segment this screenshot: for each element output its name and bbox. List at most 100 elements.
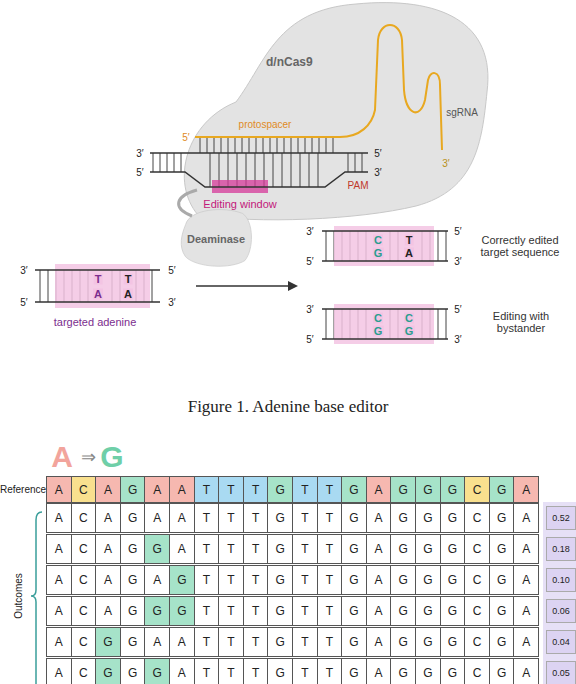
strand-end: 5′ (182, 132, 189, 143)
strand-end: 3′ (442, 158, 449, 169)
outcome-cell: C (464, 627, 490, 657)
outcome-cell: A (95, 565, 121, 595)
rung (355, 153, 356, 172)
rung (181, 153, 182, 172)
outcome-cell: A (95, 534, 121, 564)
outcome-cell: T (292, 534, 318, 564)
outcome-cell: G (390, 596, 416, 626)
outcome-cell: T (292, 565, 318, 595)
outcome-cell: A (513, 627, 539, 657)
outcome-cell: G (440, 596, 466, 626)
outcome-cell: G (440, 658, 466, 684)
rung (326, 231, 327, 261)
outcome-cell: A (366, 534, 392, 564)
strand-end: 3′ (168, 297, 175, 308)
outcome-cell: C (71, 565, 97, 595)
outcome-cell: A (46, 503, 72, 533)
reference-cell: G (390, 476, 416, 503)
rung (270, 137, 271, 153)
outcome-cell: T (243, 565, 269, 595)
outcome-cell: A (46, 565, 72, 595)
strand-end: 3′ (454, 256, 461, 267)
outcome-cell: T (317, 503, 343, 533)
rung (318, 153, 319, 187)
outcome-cell: C (464, 596, 490, 626)
outcome-cell: C (464, 503, 490, 533)
dna-strands (322, 309, 448, 339)
window-highlight (334, 304, 434, 344)
outcome-cell: T (218, 627, 244, 657)
outcome-cell: T (194, 596, 220, 626)
outcome-cell: G (489, 627, 515, 657)
reference-cell: T (194, 476, 220, 503)
outcome-cell: G (144, 596, 170, 626)
outcome-cell: G (95, 658, 121, 684)
rung (228, 137, 229, 153)
outcome-cell: G (415, 627, 441, 657)
frequency-value: 0.04 (546, 630, 576, 654)
outcome-cell: G (267, 596, 293, 626)
outcome-cell: A (144, 565, 170, 595)
value-column-ground (543, 502, 576, 684)
dna-strands (35, 270, 160, 302)
rung (362, 153, 363, 172)
outcome-cell: T (218, 503, 244, 533)
outcome-cell: C (71, 658, 97, 684)
outcome-cell: G (415, 503, 441, 533)
reference-cell: T (317, 476, 343, 503)
strand-end: 5′ (374, 148, 381, 159)
outcome-cell: G (169, 596, 195, 626)
reference-cell: A (46, 476, 72, 503)
outcome-cell: G (120, 627, 146, 657)
rung (438, 231, 439, 261)
rung (174, 153, 175, 172)
outcome-cell: G (341, 534, 367, 564)
strand-end: 3′ (454, 334, 461, 345)
outcome-cell: G (440, 503, 466, 533)
outcome-cell: C (71, 596, 97, 626)
outcome-cell: G (120, 596, 146, 626)
outcome-cell: T (218, 565, 244, 595)
rung (312, 137, 313, 153)
outcome-cell: G (341, 658, 367, 684)
rung (210, 153, 211, 187)
rung (242, 137, 243, 153)
outcome-cell: T (317, 534, 343, 564)
rung (48, 270, 49, 302)
reference-cell: G (489, 476, 515, 503)
strand-end: 5′ (20, 297, 27, 308)
rung (263, 137, 264, 153)
outcome-cell: G (440, 565, 466, 595)
outcome-cell: G (267, 534, 293, 564)
text-label: Reference (0, 484, 46, 495)
figure-caption: Figure 1. Adenine base editor (188, 398, 389, 417)
outcome-cell: T (243, 596, 269, 626)
base-letter: G (404, 326, 415, 337)
outcome-cell: G (415, 658, 441, 684)
outcome-cell: A (513, 565, 539, 595)
outcome-cell: T (218, 534, 244, 564)
rung (326, 137, 327, 153)
outcome-cell: G (489, 596, 515, 626)
rung (256, 137, 257, 153)
cas9-outline (184, 3, 488, 220)
rung (277, 137, 278, 153)
text-label: sgRNA (446, 107, 478, 118)
outcomes-bracket (31, 512, 42, 684)
base-letter: C (373, 313, 383, 324)
outcome-cell: G (267, 503, 293, 533)
outcome-cell: G (390, 627, 416, 657)
outcome-cell: T (292, 627, 318, 657)
outcome-cell: T (243, 658, 269, 684)
outcome-cell: A (366, 596, 392, 626)
rung (333, 137, 334, 153)
base-letter: C (373, 235, 383, 246)
outcome-cell: T (317, 596, 343, 626)
outcome-cell: G (415, 534, 441, 564)
outcome-cell: T (194, 565, 220, 595)
cas9-shape (178, 0, 490, 222)
outcome-cell: A (169, 627, 195, 657)
reference-cell: T (218, 476, 244, 503)
outcome-cell: C (71, 627, 97, 657)
outcome-cell: T (243, 627, 269, 657)
